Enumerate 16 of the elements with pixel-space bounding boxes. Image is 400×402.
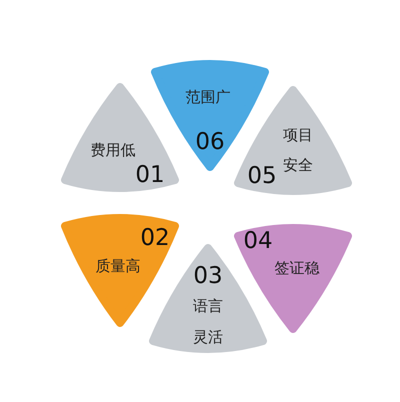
card-number: 01 (135, 162, 165, 188)
card-label: 项目安全 (282, 125, 314, 176)
triangle-card (233, 85, 353, 197)
triangle-card (60, 82, 180, 194)
card-label: 签证稳 (274, 258, 320, 278)
triangle-card (60, 212, 180, 328)
triangle-card (233, 222, 353, 334)
card-number: 06 (195, 129, 225, 155)
card-number: 04 (243, 228, 273, 254)
card-label: 范围广 (184, 87, 232, 107)
card-label: 语言灵活 (192, 296, 224, 348)
card-label: 质量高 (94, 256, 142, 276)
card-number: 03 (193, 263, 223, 289)
card-label: 费用低 (90, 140, 136, 160)
card-number: 05 (247, 163, 277, 189)
card-number: 02 (140, 225, 170, 251)
